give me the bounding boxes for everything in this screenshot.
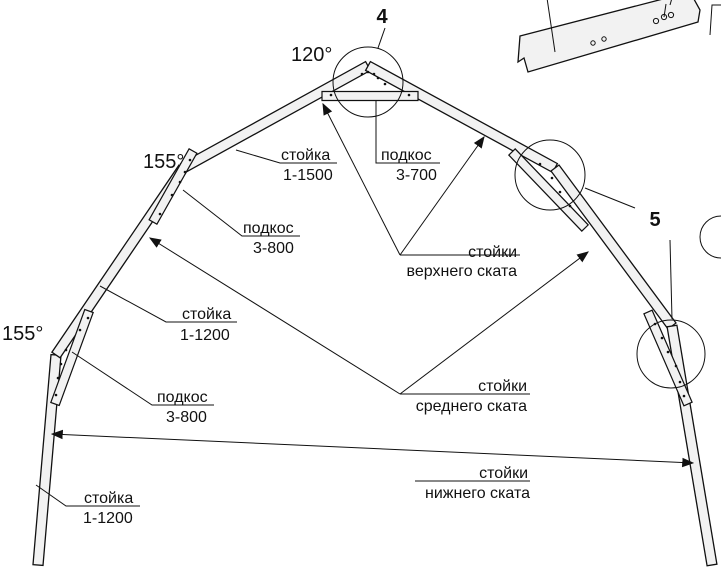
frame-beams (32, 60, 718, 567)
bolt-hole (682, 394, 686, 398)
bolt-hole (188, 158, 192, 162)
arrow-upper-left (322, 102, 401, 256)
detail-5-leader-lower (669, 239, 673, 320)
label-podkos-top-name: подкос (381, 147, 432, 164)
bolt-hole (372, 72, 376, 76)
group-middle-line1: стойки (478, 378, 527, 395)
bolt-hole (329, 93, 333, 97)
detail-5-number: 5 (649, 209, 660, 231)
pointer-arrows (50, 102, 695, 482)
detail-5-circle-upper (514, 139, 586, 211)
label-stoika-top-name: стойка (281, 147, 330, 164)
arrow-lower-span (50, 429, 695, 468)
label-stoika-bottom-code: 1-1200 (83, 510, 133, 527)
bolt-hole (568, 204, 572, 208)
bolt-hole (558, 190, 562, 194)
detail-4-number: 4 (376, 6, 388, 28)
detail-4-leader (377, 27, 386, 49)
label-stoika-bottom-name: стойка (84, 490, 133, 507)
detail-5-leader-upper (584, 187, 636, 209)
bolt-hole (183, 170, 187, 174)
frame-braces (50, 90, 693, 407)
stoika-top-left (179, 60, 372, 174)
label-stoika-top-code: 1-1500 (283, 167, 333, 184)
group-middle-line2: среднего ската (416, 398, 527, 415)
bolt-hole (178, 180, 182, 184)
label-stoika-mid-code: 1-1200 (180, 327, 230, 344)
bolt-hole (407, 93, 411, 97)
label-podkos-upper-name: подкос (243, 220, 294, 237)
bolt-hole (158, 212, 162, 216)
detail-inset-fragment (517, 0, 721, 73)
angle-upper-left: 155° (143, 151, 184, 173)
group-upper-line1: стойки (468, 244, 517, 261)
bolt-hole (59, 362, 63, 366)
label-leaders (35, 100, 440, 507)
stoika-bottom-left (32, 353, 62, 567)
brace-upper-right (507, 148, 590, 232)
bolt-hole (86, 316, 90, 320)
bolt-hole (64, 348, 68, 352)
brace-top (321, 90, 419, 102)
bolt-hole (170, 193, 174, 197)
bolt-hole (550, 176, 554, 180)
arrow-upper-right (399, 136, 485, 256)
bolt-hole (538, 162, 542, 166)
brace-lower-left (50, 308, 94, 407)
bolt-hole (376, 76, 380, 80)
brace-upper-left (148, 147, 198, 226)
label-stoika-mid-name: стойка (182, 306, 231, 323)
angle-top: 120° (291, 44, 332, 66)
group-lower-line1: стойки (479, 465, 528, 482)
arrow-middle-right (399, 251, 589, 395)
bolt-hole (674, 364, 678, 368)
bolt-hole (383, 82, 387, 86)
arrow-middle-left (148, 237, 401, 395)
bolt-hole (366, 70, 370, 74)
bolt-hole (360, 72, 364, 76)
bolt-hole (666, 350, 670, 354)
group-upper-line2: верхнего ската (407, 263, 518, 280)
detail-5-circle-lower (636, 319, 706, 389)
stoika-top-right (364, 60, 559, 174)
label-podkos-lower-code: 3-800 (166, 409, 207, 426)
partial-detail-circle-right (699, 215, 721, 259)
bolt-holes (54, 70, 686, 398)
bolt-hole (78, 328, 82, 332)
group-lower-line2: нижнего ската (425, 485, 530, 502)
bolt-hole (678, 380, 682, 384)
stoika-mid-right (550, 164, 677, 330)
label-podkos-top-code: 3-700 (396, 167, 437, 184)
detail-4-circle (332, 46, 404, 118)
angle-lower-left: 155° (2, 323, 43, 345)
bolt-hole (54, 393, 58, 397)
bolt-hole (56, 376, 60, 380)
bolt-hole (660, 336, 664, 340)
label-podkos-lower-name: подкос (157, 389, 208, 406)
label-podkos-upper-code: 3-800 (253, 240, 294, 257)
